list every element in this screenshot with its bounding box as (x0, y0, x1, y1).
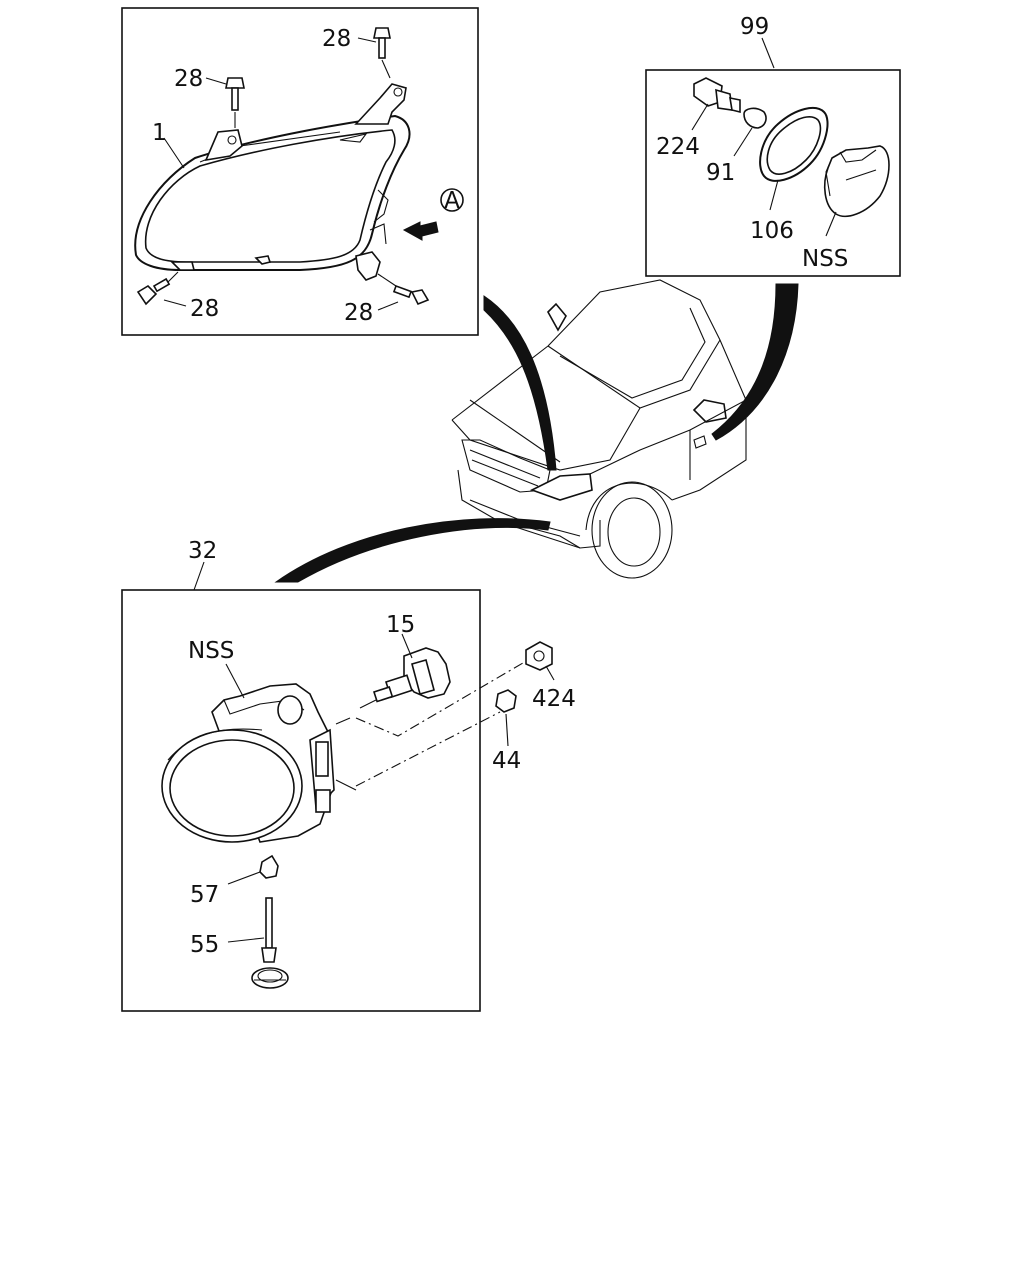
leader-swooshes (274, 283, 799, 583)
callout-224: 224 (656, 134, 700, 160)
car-headlamp (529, 473, 593, 501)
headlamp-housing (134, 114, 411, 271)
socket-224 (693, 77, 741, 114)
callout-44: 44 (492, 748, 521, 774)
bolt-28-bottom-left (136, 271, 179, 306)
callout-1: 1 (152, 120, 167, 146)
callout-424: 424 (532, 686, 576, 712)
vehicle-illustration (451, 279, 747, 579)
callout-28-bottom-left: 28 (190, 296, 219, 322)
lens-nss (823, 145, 890, 218)
bolt-28-bottom-right (377, 273, 430, 306)
side-marker-group: 99 224 91 106 NSS (645, 14, 901, 277)
fog-lamp-group: 32 (121, 538, 576, 1012)
headlamp-frame (121, 7, 479, 336)
callout-99: 99 (740, 14, 769, 40)
nut-424 (525, 641, 553, 671)
headlamp-bracket-bottom (355, 251, 381, 281)
bolt-28-upper-left (225, 77, 245, 128)
fog-bulb-15 (359, 647, 451, 709)
bolt-28-top (373, 27, 391, 79)
headlamp-lens (144, 129, 396, 263)
headlamp-bracket-top (354, 83, 407, 125)
callout-55: 55 (190, 932, 219, 958)
bulb-91 (743, 107, 767, 129)
callout-28-bottom-right: 28 (344, 300, 373, 326)
view-arrow (402, 221, 439, 241)
fog-lamp-lens (161, 728, 303, 843)
callout-106: 106 (750, 218, 794, 244)
headlamp-bracket-left (204, 129, 243, 162)
view-marker-label: A (444, 188, 460, 214)
adjuster-55 (251, 897, 289, 989)
callout-91: 91 (706, 160, 735, 186)
callout-28-top: 28 (322, 26, 351, 52)
view-marker-circle (440, 188, 464, 212)
nut-44 (495, 689, 517, 713)
callout-15: 15 (386, 612, 415, 638)
gasket-106 (759, 107, 829, 182)
callout-nss-fog: NSS (188, 638, 234, 664)
mirror-left (547, 302, 567, 332)
callout-28-upper-left: 28 (174, 66, 203, 92)
callout-57: 57 (190, 882, 219, 908)
headlamp-group: A 28 28 1 28 28 (121, 7, 479, 336)
callout-nss-lens: NSS (802, 246, 848, 272)
callout-32: 32 (188, 538, 217, 564)
